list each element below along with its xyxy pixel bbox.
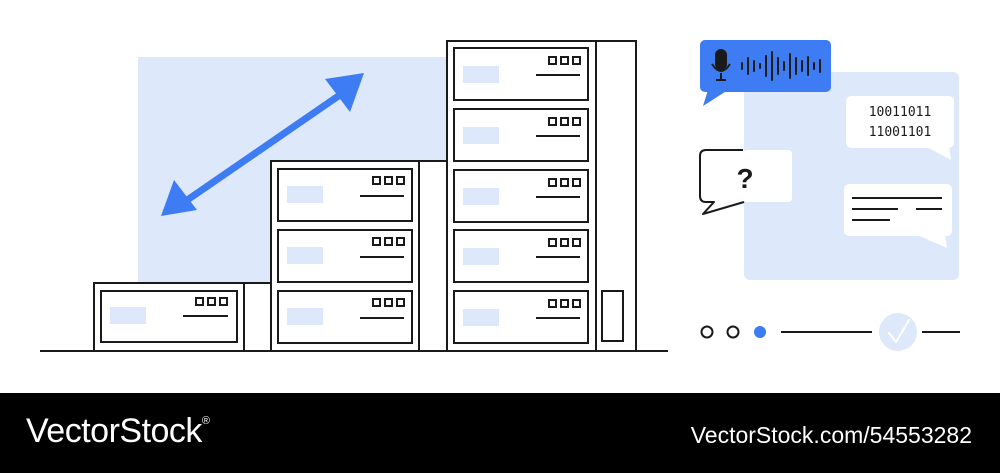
microphone-icon <box>711 49 731 81</box>
server-bay <box>453 290 589 344</box>
binary-line-1: 10011011 <box>869 105 932 120</box>
stock-id: VectorStock.com/54553282 <box>690 422 972 448</box>
server-bay <box>277 290 413 344</box>
question-mark-icon: ? <box>736 163 753 194</box>
progress-dot-1 <box>700 325 714 339</box>
progress-dot-2 <box>726 325 740 339</box>
audio-waveform-icon <box>741 51 821 81</box>
brand-logo: VectorStock® <box>26 412 210 451</box>
check-icon <box>888 319 910 343</box>
server-large-bays <box>453 47 589 344</box>
server-small <box>93 282 273 352</box>
binary-line-2: 11001101 <box>869 125 932 140</box>
binary-message-bubble: 10011011 11001101 <box>846 96 954 160</box>
brand-name: VectorStock <box>26 412 202 450</box>
server-medium-bays <box>277 168 413 344</box>
text-message-bubble <box>844 184 952 248</box>
server-bay <box>277 229 413 283</box>
server-bay <box>277 168 413 222</box>
server-bay <box>453 169 589 223</box>
resize-arrow-icon <box>161 73 364 216</box>
server-bay <box>453 47 589 101</box>
registered-mark: ® <box>201 415 210 427</box>
checkmark-badge <box>879 313 917 351</box>
progress-indicator <box>700 313 960 351</box>
question-bubble: ? <box>699 149 792 215</box>
server-scaling-illustration: 10011011 11001101 ? <box>40 40 960 352</box>
server-bay <box>453 229 589 283</box>
server-bay <box>453 108 589 162</box>
footer-bar: VectorStock® VectorStock.com/54553282 <box>0 393 1000 473</box>
progress-dot-3-active <box>754 326 766 338</box>
voice-message-bubble <box>700 40 831 106</box>
